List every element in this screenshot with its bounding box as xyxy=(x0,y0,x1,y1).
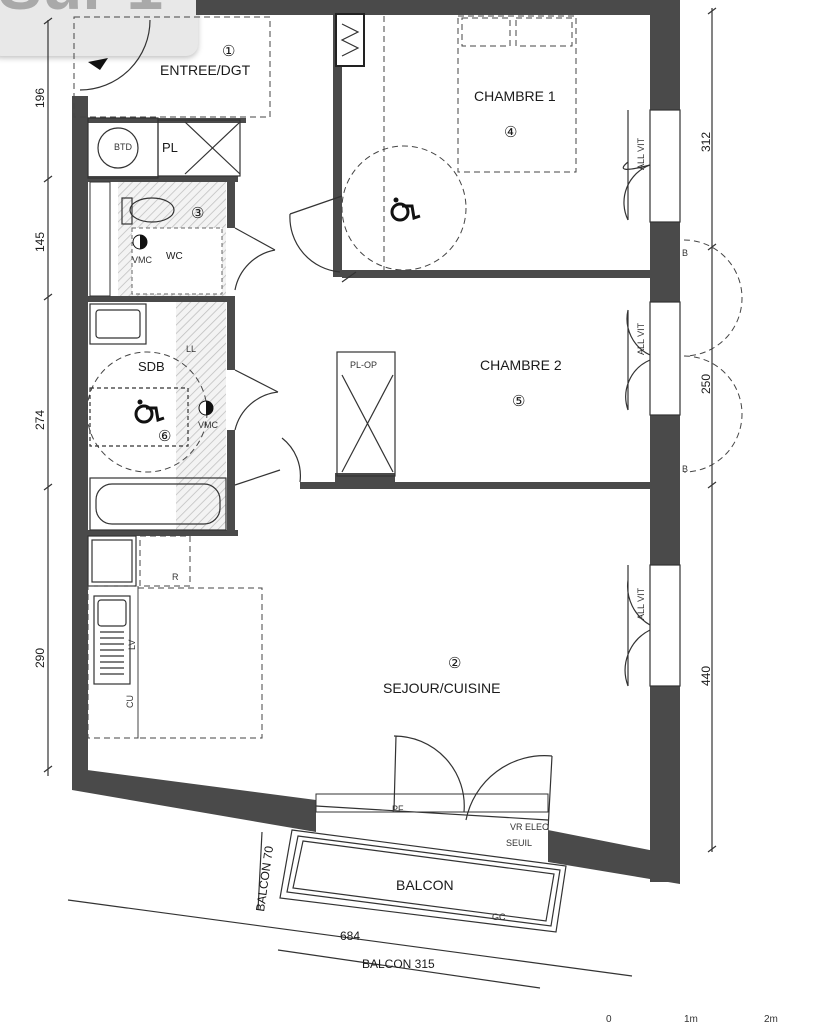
wall-wc-right-1 xyxy=(227,180,235,228)
pf-label: PF xyxy=(392,804,404,814)
room-name-chambre1: CHAMBRE 1 xyxy=(474,88,556,104)
entry-arrow-icon xyxy=(88,58,108,70)
bottom-wall-left xyxy=(72,768,316,832)
btd-label: BTD xyxy=(114,142,133,152)
windows: B B ALL VIT ALL VIT ALL VIT xyxy=(622,109,743,687)
balcony: PF VR ELEC SEUIL GC xyxy=(279,735,567,933)
chambre-2-furniture: PL-OP xyxy=(336,271,396,477)
room-number-entree: ① xyxy=(222,43,235,60)
window-label-1: ALL VIT xyxy=(636,137,646,170)
cu-label: CU xyxy=(125,695,135,708)
room-number-sdb: ⑥ xyxy=(158,428,171,445)
level-badge-text: Sur 1 xyxy=(0,0,163,24)
window-label-3: ALL VIT xyxy=(636,587,646,620)
sdb-room: VMC LL xyxy=(86,302,301,531)
dim-left-274: 274 xyxy=(33,410,47,430)
wall-sdb-bottom xyxy=(88,530,238,536)
seuil-label: SEUIL xyxy=(506,838,532,848)
shutter-label-1: B xyxy=(682,248,688,258)
wall-ch1-left xyxy=(333,15,342,277)
room-number-chambre1: ④ xyxy=(504,124,517,141)
wall-wc-sdb xyxy=(88,296,233,302)
entree-area: BTD PL xyxy=(73,13,365,179)
wheelchair-icons xyxy=(134,197,421,424)
dim-balcon-70: BALCON 70 xyxy=(253,845,276,913)
room-name-wc: WC xyxy=(166,251,183,262)
room-name-chambre2: CHAMBRE 2 xyxy=(480,357,562,373)
plop-label: PL-OP xyxy=(350,360,377,370)
window-label-2: ALL VIT xyxy=(636,322,646,355)
dim-right-250: 250 xyxy=(699,374,713,394)
scale-bar: 0 1m 2m xyxy=(606,1014,778,1024)
wc-vmc-label: VMC xyxy=(132,255,153,265)
room-name-entree: ENTREE/DGT xyxy=(160,62,251,78)
shutter-label-2: B xyxy=(682,464,688,474)
level-badge: Sur 1 xyxy=(0,0,198,56)
kitchen-area: R LV CU xyxy=(87,535,263,739)
scale-tick-0: 0 xyxy=(606,1014,612,1024)
chambre-1-furniture xyxy=(289,15,577,273)
right-wall-2 xyxy=(650,222,680,302)
ballon-eau-chaude-icon xyxy=(97,127,139,169)
dim-left-196: 196 xyxy=(33,88,47,108)
sdb-vmc-label: VMC xyxy=(198,420,219,430)
wall-sdb-right-2 xyxy=(227,430,235,536)
room-name-balcon: BALCON xyxy=(396,877,454,893)
dim-left-290: 290 xyxy=(33,648,47,668)
pl-label: PL xyxy=(162,140,178,155)
lv-label: LV xyxy=(127,640,137,650)
room-number-wc: ③ xyxy=(191,205,204,222)
top-wall xyxy=(196,0,662,15)
dim-bottom-684: 684 xyxy=(340,929,360,943)
wall-ch2-sejour xyxy=(300,482,650,489)
dim-right-312: 312 xyxy=(699,132,713,152)
right-wall-4 xyxy=(650,686,680,882)
wall-plop xyxy=(335,473,395,485)
gc-label: GC xyxy=(492,912,506,922)
room-labels: ① ENTREE/DGT ② SEJOUR/CUISINE ③ WC CHAMB… xyxy=(138,43,562,893)
right-wall-3 xyxy=(650,415,680,565)
fridge-label: R xyxy=(172,572,179,582)
wheelchair-icon-sdb xyxy=(134,399,165,424)
exterior-walls xyxy=(72,0,680,884)
dim-right-440: 440 xyxy=(699,666,713,686)
vr-elec-label: VR ELEC xyxy=(510,822,549,832)
wall-sdb-right-1 xyxy=(227,296,235,370)
scale-tick-2m: 2m xyxy=(764,1014,778,1024)
room-number-sejour: ② xyxy=(448,655,461,672)
scale-tick-1m: 1m xyxy=(684,1014,698,1024)
dimension-lines: 196 145 274 290 312 250 440 684 BALCON 3… xyxy=(33,7,717,989)
wheelchair-icon-chambre1 xyxy=(390,197,421,222)
wall-wc-top xyxy=(88,176,238,182)
wc-room: VMC xyxy=(89,181,276,297)
room-name-sejour: SEJOUR/CUISINE xyxy=(383,680,500,696)
room-number-chambre2: ⑤ xyxy=(512,393,525,410)
room-name-sdb: SDB xyxy=(138,359,165,374)
ll-label: LL xyxy=(186,344,196,354)
right-wall-1 xyxy=(650,0,680,110)
bottom-wall-right xyxy=(548,830,680,884)
dim-balcon-315: BALCON 315 xyxy=(362,957,435,971)
left-wall xyxy=(72,96,88,782)
wall-ch1-ch2 xyxy=(342,270,650,278)
dim-left-145: 145 xyxy=(33,232,47,252)
